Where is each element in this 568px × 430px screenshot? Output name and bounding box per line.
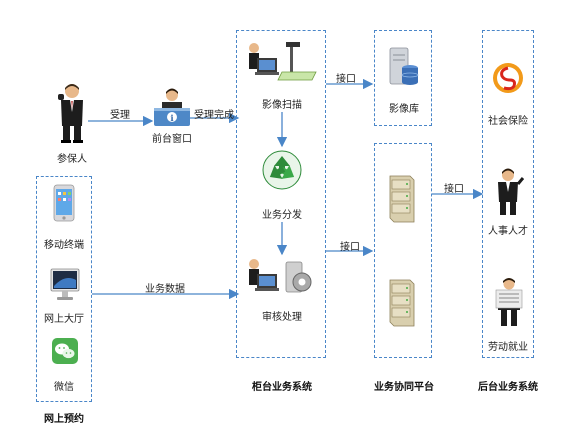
image-library-label: 影像库 xyxy=(389,104,419,115)
interface-label-right: 接口 xyxy=(444,184,464,195)
collaboration-platform-box xyxy=(374,143,432,358)
social-insurance-logo-icon xyxy=(493,63,523,93)
personnel-talent-label: 人事人才 xyxy=(488,226,528,237)
online-appointment-box xyxy=(36,176,92,402)
front-window-label: 前台窗口 xyxy=(152,134,192,145)
image-library-server-icon xyxy=(389,47,419,85)
online-appointment-caption: 网上预约 xyxy=(44,414,84,425)
social-insurance-label: 社会保险 xyxy=(488,116,528,127)
dispatch-label: 业务分发 xyxy=(262,210,302,221)
image-scan-label: 影像扫描 xyxy=(262,100,302,111)
svg-text:i: i xyxy=(170,113,173,123)
personnel-talent-icon xyxy=(498,168,524,215)
front-desk-icon: i xyxy=(154,88,190,126)
insured-label: 参保人 xyxy=(57,154,87,165)
accept-label: 受理 xyxy=(110,110,130,121)
platform-caption: 业务协同平台 xyxy=(374,382,434,393)
wechat-icon xyxy=(52,338,78,364)
image-scan-icon xyxy=(249,42,317,81)
platform-server-icon-top xyxy=(389,175,415,223)
interface-label-top: 接口 xyxy=(336,74,356,85)
insured-person-icon xyxy=(58,84,83,143)
mobile-terminal-label: 移动终端 xyxy=(44,240,84,251)
counter-system-caption: 柜台业务系统 xyxy=(252,382,312,393)
online-hall-label: 网上大厅 xyxy=(44,314,84,325)
wechat-label: 微信 xyxy=(54,382,74,393)
review-label: 审核处理 xyxy=(262,312,302,323)
mobile-phone-icon xyxy=(53,184,75,222)
labor-employment-icon xyxy=(495,278,523,326)
labor-employment-label: 劳动就业 xyxy=(488,342,528,353)
business-data-label: 业务数据 xyxy=(145,284,185,295)
accept-done-label: 受理完成 xyxy=(194,110,234,121)
counter-system-box xyxy=(236,30,326,358)
desktop-computer-icon xyxy=(50,268,80,300)
image-library-box xyxy=(374,30,432,126)
interface-label-mid: 接口 xyxy=(340,242,360,253)
review-process-icon xyxy=(249,259,312,293)
backend-system-caption: 后台业务系统 xyxy=(478,382,538,393)
backend-system-box xyxy=(482,30,534,358)
dispatch-recycle-icon xyxy=(262,150,302,190)
platform-server-icon-bottom xyxy=(389,279,415,327)
